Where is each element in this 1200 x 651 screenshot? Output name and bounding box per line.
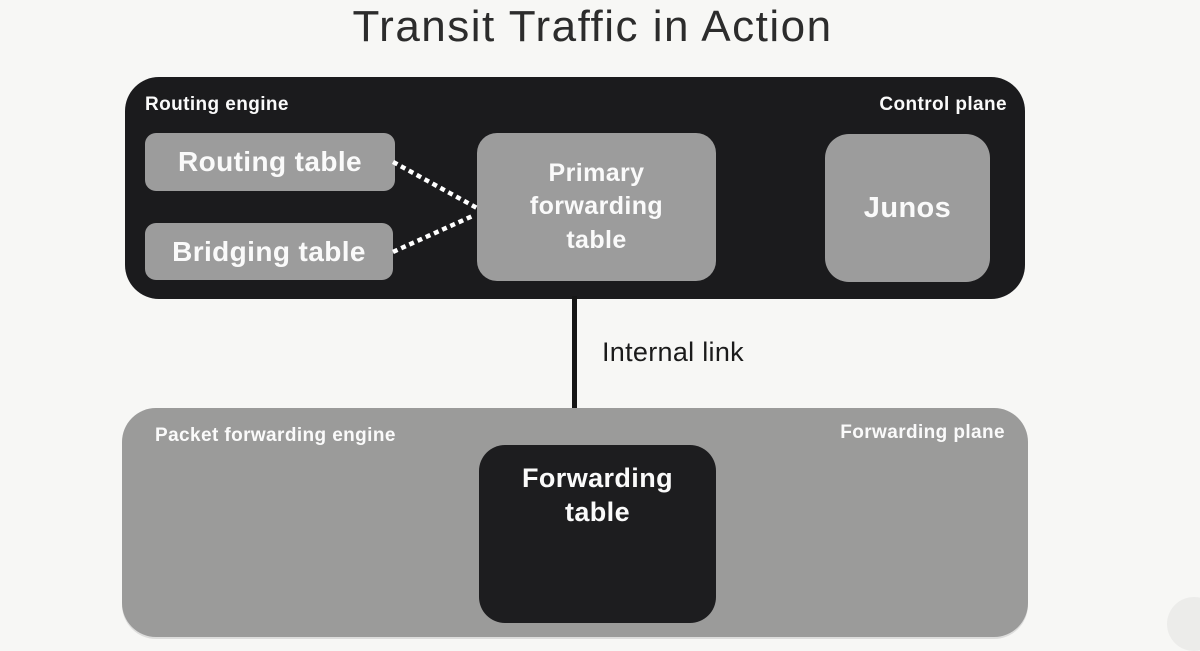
bridging-table-node: Bridging table <box>145 223 393 280</box>
forwarding-plane-panel: Packet forwarding engine Forwarding plan… <box>122 408 1028 637</box>
internal-link-line <box>572 296 577 410</box>
primary-forwarding-table-node: Primary forwarding table <box>477 133 716 281</box>
control-plane-panel: Routing engine Control plane Routing tab… <box>125 77 1025 299</box>
junos-node: Junos <box>825 134 990 282</box>
diagram-title: Transit Traffic in Action <box>352 2 833 51</box>
internal-link-label: Internal link <box>602 337 744 367</box>
watermark-circle <box>1167 597 1200 651</box>
routing-engine-label: Routing engine <box>145 94 289 115</box>
forwarding-table-node: Forwarding table <box>479 445 716 623</box>
packet-forwarding-engine-label: Packet forwarding engine <box>155 425 396 446</box>
routing-table-node: Routing table <box>145 133 395 191</box>
control-plane-label: Control plane <box>879 94 1007 115</box>
forwarding-plane-label: Forwarding plane <box>840 422 1005 443</box>
